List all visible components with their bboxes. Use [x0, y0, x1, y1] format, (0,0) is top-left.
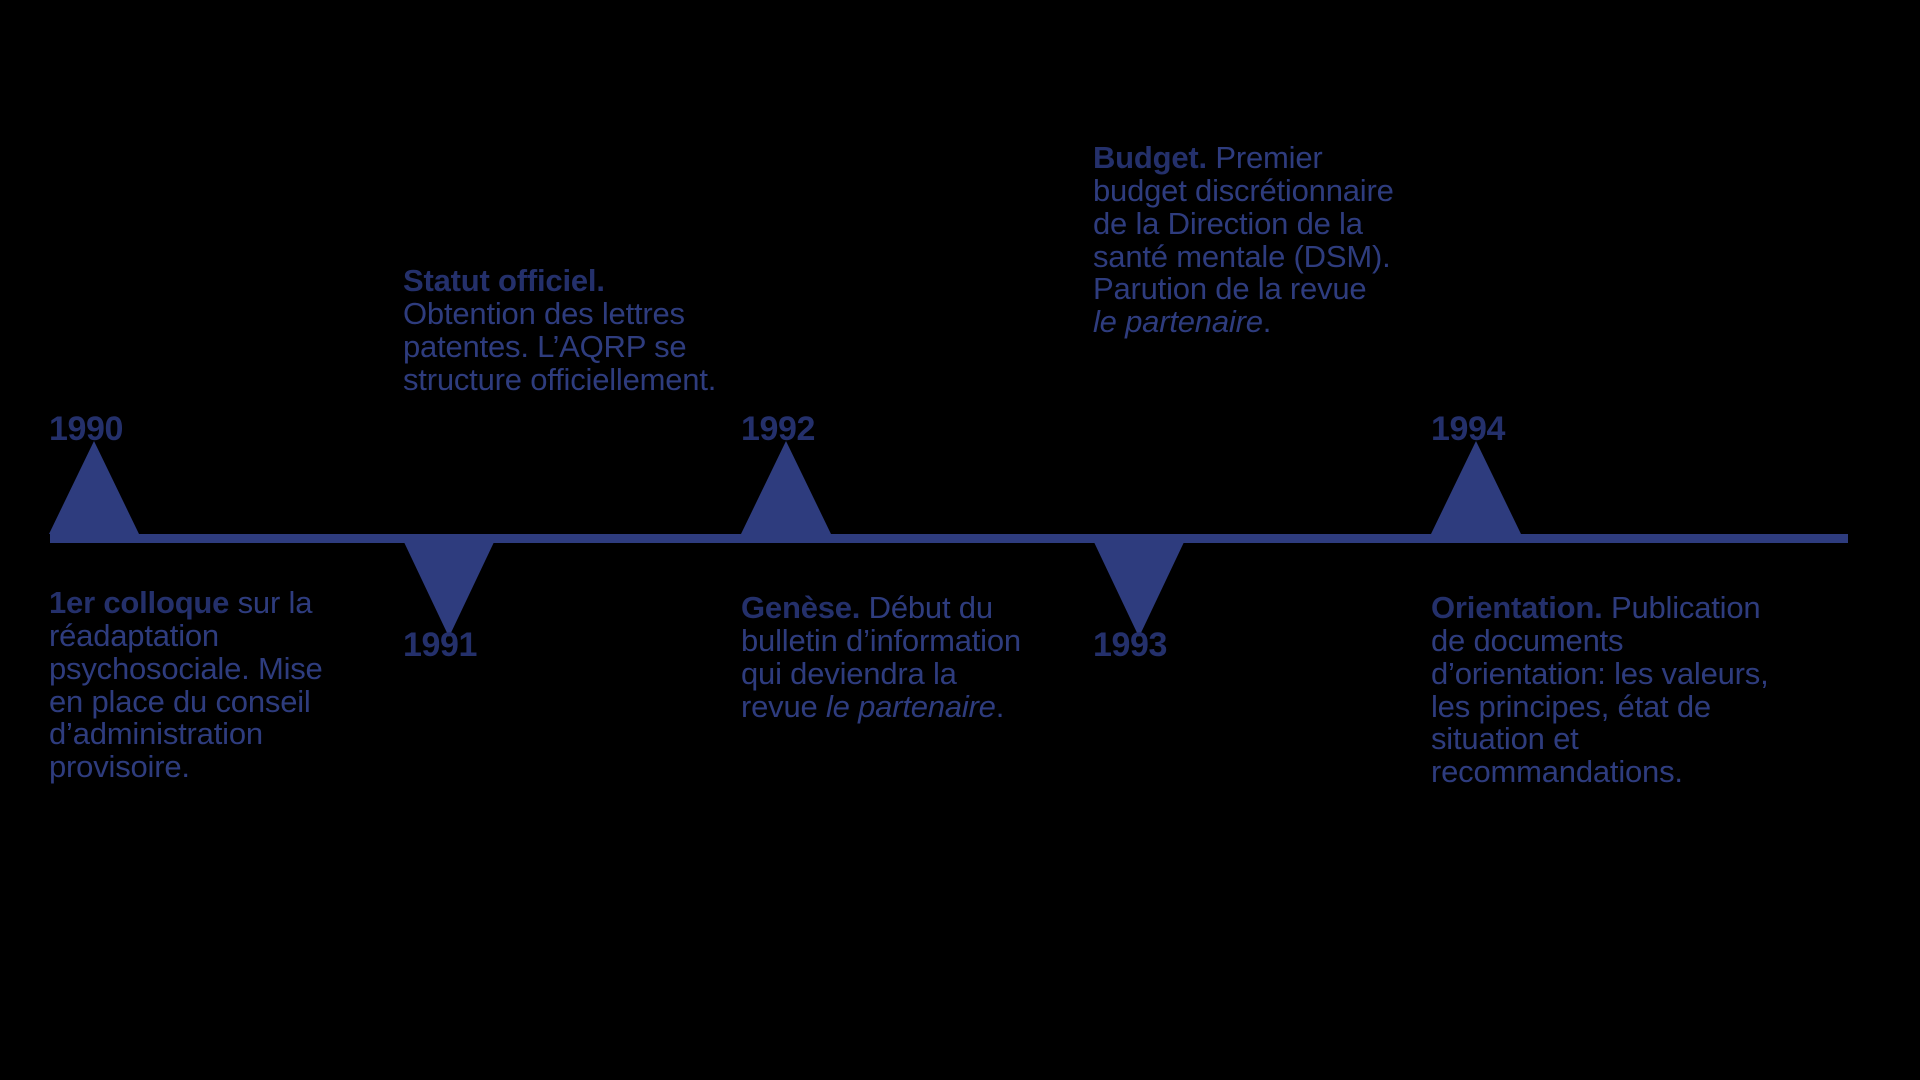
timeline-marker-1990[interactable]: [49, 441, 139, 534]
year-label-1990: 1990: [49, 410, 124, 448]
event-text-1991: Statut officiel. Obtention des lettres p…: [403, 263, 723, 397]
event-lead-1991: Statut officiel.: [403, 263, 605, 298]
event-italic-1992: le partenaire: [825, 688, 996, 724]
timeline-axis-line: [50, 534, 1848, 543]
timeline-marker-1991[interactable]: [403, 540, 495, 637]
event-tail-1993: .: [1262, 304, 1272, 340]
event-italic-1993: le partenaire: [1093, 304, 1263, 340]
event-lead-1994: Orientation.: [1431, 590, 1603, 625]
event-body-1994: Publication de documents d’orientation: …: [1431, 590, 1769, 790]
event-text-1992: Genèse. Début du bulletin d’information …: [741, 590, 1041, 724]
event-text-1994: Orientation. Publication de documents d’…: [1431, 590, 1791, 790]
timeline-marker-1994[interactable]: [1431, 441, 1521, 534]
year-label-1992: 1992: [741, 410, 816, 448]
event-lead-1993: Budget.: [1093, 140, 1207, 175]
timeline-marker-1993[interactable]: [1093, 540, 1185, 637]
event-body-1992: Début du bulletin d’information qui devi…: [741, 590, 1021, 724]
event-tail-1992: .: [995, 688, 1005, 724]
year-label-1991: 1991: [403, 626, 478, 664]
event-body-1990: sur la réadaptation psychosociale. Mise …: [49, 585, 323, 785]
event-body-1991: Obtention des lettres patentes. L’AQRP s…: [403, 295, 717, 397]
year-label-1994: 1994: [1431, 410, 1506, 448]
event-lead-1992: Genèse.: [741, 590, 861, 625]
year-label-1993: 1993: [1093, 626, 1168, 664]
event-body-1993: Premier budget discrétionnaire de la Dir…: [1093, 140, 1394, 307]
event-lead-1990: 1er colloque: [49, 585, 230, 620]
event-text-1993: Budget. Premier budget discrétionnaire d…: [1093, 140, 1398, 340]
event-text-1990: 1er colloque sur la réadaptation psychos…: [49, 585, 354, 785]
timeline-marker-1992[interactable]: [741, 441, 831, 534]
